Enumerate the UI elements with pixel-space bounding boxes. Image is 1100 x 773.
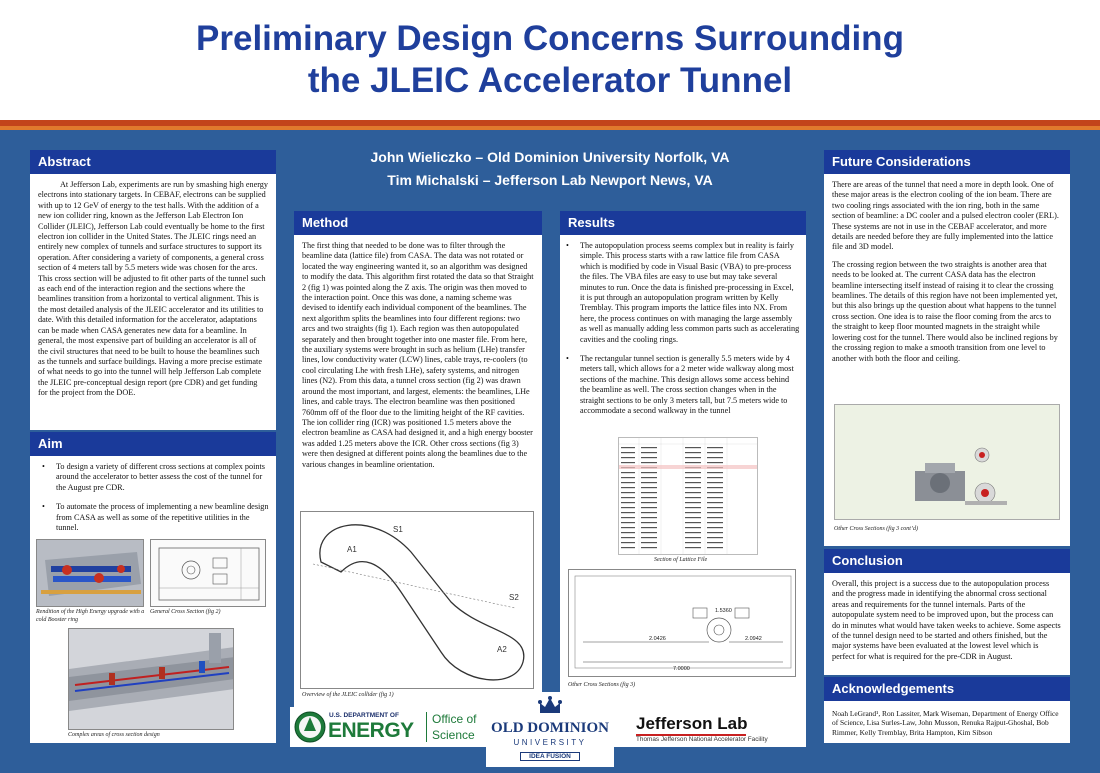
future-body: There are areas of the tunnel that need … (824, 174, 1070, 375)
dim-label-1: 1.5360 (715, 608, 732, 614)
conclusion-body: Overall, this project is a success due t… (824, 573, 1070, 673)
future-cross-sections-image (834, 404, 1060, 520)
results-bullet-1: The autopopulation process seems complex… (562, 241, 800, 345)
aim-panel: Aim To design a variety of different cro… (30, 432, 276, 743)
future-para-1: There are areas of the tunnel that need … (832, 180, 1059, 252)
poster-title: Preliminary Design Concerns Surrounding … (0, 18, 1100, 102)
poster-header: Preliminary Design Concerns Surrounding … (0, 0, 1100, 130)
method-text: The first thing that needed to be done w… (302, 241, 534, 469)
abstract-panel: Abstract At Jefferson Lab, experiments a… (30, 150, 276, 430)
label-s1: S1 (393, 525, 403, 534)
future-para-2: The crossing region between the two stra… (832, 259, 1058, 363)
general-cross-section-image (150, 539, 266, 607)
authors-block: John Wieliczko – Old Dominion University… (290, 146, 810, 192)
abstract-heading: Abstract (30, 150, 276, 174)
doe-divider (426, 712, 427, 742)
results-heading: Results (560, 211, 806, 235)
other-cross-sections-image: 1.5360 2.0426 2.0942 7.0000 (568, 569, 796, 677)
aim-bullet-2: To automate the process of implementing … (38, 502, 270, 533)
doe-logo: U.S. DEPARTMENT OF ENERGY Office of Scie… (294, 710, 484, 744)
high-energy-upgrade-image (36, 539, 144, 607)
jlab-main-text: Jefferson Lab (636, 714, 748, 733)
results-bullet-2: The rectangular tunnel section is genera… (562, 354, 800, 416)
header-accent-stripe (0, 120, 1100, 126)
odu-main-text: OLD DOMINION (491, 720, 609, 736)
odu-logo: OLD DOMINION UNIVERSITY IDEA FUSION (486, 692, 614, 767)
title-line-1: Preliminary Design Concerns Surrounding (196, 19, 904, 58)
aim-bullet-1: To design a variety of different cross s… (38, 462, 270, 493)
method-panel: Method The first thing that needed to be… (294, 211, 542, 707)
complex-areas-image (68, 628, 234, 730)
label-a1: A1 (347, 545, 357, 554)
aim-bullet-list: To design a variety of different cross s… (30, 456, 276, 544)
dim-label-4: 7.0000 (673, 666, 690, 672)
odu-crown-icon (538, 696, 562, 713)
conclusion-panel: Conclusion Overall, this project is a su… (824, 549, 1070, 675)
author-line-1: John Wieliczko – Old Dominion University… (370, 149, 730, 165)
jlab-underline (636, 734, 746, 736)
acknowledgements-heading: Acknowledgements (824, 677, 1070, 701)
author-line-2: Tim Michalski – Jefferson Lab Newport Ne… (387, 172, 713, 188)
acknowledgements-panel: Acknowledgements Noah LeGrand¹, Ron Lass… (824, 677, 1070, 743)
collider-overview-caption: Overview of the JLEIC collider (fig 1) (302, 692, 394, 698)
conclusion-text: Overall, this project is a success due t… (832, 579, 1061, 661)
aim-heading: Aim (30, 432, 276, 456)
method-heading: Method (294, 211, 542, 235)
doe-energy-text: ENERGY (328, 719, 414, 742)
doe-seal-icon (294, 711, 326, 743)
dim-label-2: 2.0426 (649, 636, 666, 642)
header-accent-stripe-light (0, 126, 1100, 130)
general-cross-section-caption: General Cross Section (fig 2) (150, 609, 221, 615)
odu-tag-text: IDEA FUSION (520, 752, 580, 761)
conclusion-heading: Conclusion (824, 549, 1070, 573)
results-panel: Results The autopopulation process seems… (560, 211, 806, 707)
label-s2: S2 (509, 593, 519, 602)
future-panel: Future Considerations There are areas of… (824, 150, 1070, 546)
doe-small-text: U.S. DEPARTMENT OF (329, 712, 399, 719)
acknowledgements-text: Noah LeGrand¹, Ron Lassiter, Mark Wisema… (832, 709, 1059, 737)
odu-sub-text: UNIVERSITY (513, 738, 587, 747)
acknowledgements-body: Noah LeGrand¹, Ron Lassiter, Mark Wisema… (824, 701, 1070, 748)
lattice-file-image (618, 437, 758, 555)
complex-areas-caption: Complex areas of cross section design (68, 732, 160, 738)
title-line-2: the JLEIC Accelerator Tunnel (307, 61, 793, 100)
doe-office-text-1: Office of (432, 712, 477, 726)
doe-office-text-2: Science (432, 728, 475, 742)
method-body: The first thing that needed to be done w… (294, 235, 542, 481)
other-cross-sections-caption: Other Cross Sections (fig 3) (568, 682, 636, 688)
jlab-sub-text: Thomas Jefferson National Accelerator Fa… (636, 736, 768, 743)
abstract-text: At Jefferson Lab, experiments are run by… (38, 180, 268, 398)
future-cross-sections-caption: Other Cross Sections (fig 3 cont’d) (834, 526, 918, 532)
dim-label-3: 2.0942 (745, 636, 762, 642)
lattice-file-caption: Section of Lattice File (654, 557, 708, 563)
jefferson-lab-logo: Jefferson Lab Thomas Jefferson National … (632, 712, 802, 744)
high-energy-upgrade-caption: Rendition of the High Energy upgrade wit… (36, 609, 145, 623)
future-heading: Future Considerations (824, 150, 1070, 174)
collider-overview-image: S1 A1 S2 A2 (300, 511, 534, 689)
abstract-body: At Jefferson Lab, experiments are run by… (30, 174, 276, 410)
results-bullet-list: The autopopulation process seems complex… (560, 235, 806, 428)
label-a2: A2 (497, 645, 507, 654)
